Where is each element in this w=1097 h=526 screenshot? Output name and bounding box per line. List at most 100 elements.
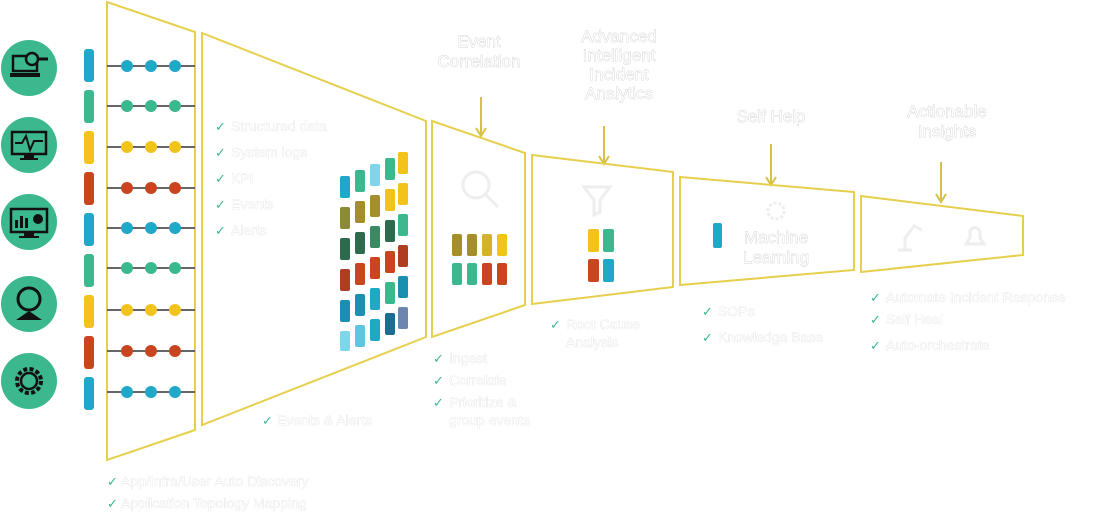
monitor-pulse-icon [1,117,57,173]
collector-panel [106,0,196,462]
check-icon: ✓ [433,396,444,411]
check-icon: ✓ [262,414,273,429]
check-icon: ✓ [215,172,226,187]
check-icon: ✓ [215,198,226,213]
correlation-blocks [452,234,507,285]
check-icon: ✓ [870,291,881,306]
down-arrow-icon [475,97,487,138]
source-icons [1,40,57,409]
collector-rows [107,60,195,398]
actionable-insights-title: Actionable Insights [907,102,987,141]
check-icon: ✓ [550,318,561,333]
event-correlation-panel [431,119,526,339]
correlation-item: Prioritize & [449,394,517,410]
dashboard-chart-icon [1,194,57,250]
data-source-item: Structured data [231,118,327,134]
row-blue [107,222,195,234]
data-source-item: Events [231,196,274,212]
source-bar [84,172,94,205]
source-bar [84,336,94,369]
correlation-item: group events [449,412,530,428]
row-blue [107,60,195,72]
insight-item: Auto-orchestrate [886,337,990,353]
check-icon: ✓ [702,305,713,320]
check-icon: ✓ [215,224,226,239]
check-icon: ✓ [433,374,444,389]
source-bar [84,295,94,328]
correlation-item: Correlate [449,372,507,388]
data-sources-list: ✓ Structured data ✓ System logs ✓ KPI ✓ … [215,118,327,239]
data-sources-panel [201,31,427,427]
title-line: Event [457,32,501,51]
row-red [107,182,195,194]
search-icon [461,170,500,209]
laptop-search-icon [1,40,57,96]
data-source-item: System logs [231,144,307,160]
analytics-item: Root Cause [566,316,640,332]
insight-item: Self Heal [886,311,943,327]
self-help-item: SOPs [718,303,755,319]
correlation-item: Ingest [449,350,487,366]
insight-item: Automate Incident Response [886,289,1066,305]
discovery-list: ✓ App/Infra/User Auto Discovery ✓ Applic… [107,473,309,512]
title-line: Intelligent [583,46,656,65]
title-line: Advanced [581,27,657,46]
check-icon: ✓ [870,313,881,328]
discovery-item: App/Infra/User Auto Discovery [121,473,309,489]
check-icon: ✓ [107,475,118,490]
row-blue [107,386,195,398]
down-arrow-icon [765,144,777,187]
brain-gear-icon [766,201,786,221]
check-icon: ✓ [433,352,444,367]
title-line: Analytics [585,84,653,103]
down-arrow-icon [598,126,610,166]
self-help-panel [679,175,855,287]
bell-icon [963,226,987,246]
title-line: Actionable [907,102,986,121]
event-correlation-list: ✓ Ingest ✓ Correlate ✓ Prioritize & grou… [433,350,530,428]
source-bar [84,90,94,123]
filter-funnel-icon [580,185,614,218]
title-line: Correlation [437,52,520,71]
check-icon: ✓ [702,331,713,346]
incident-analytics-list: ✓ Root Cause Analysis [550,316,640,350]
check-icon: ✓ [215,146,226,161]
ml-block [713,223,722,248]
analytics-item: Analysis [566,334,618,350]
data-source-item: Alerts [231,222,267,238]
incident-analytics-title: Advanced Intelligent Incident Analytics [581,27,657,103]
source-bar [84,131,94,164]
webcam-icon [1,276,57,332]
ml-label: Machine [744,228,808,247]
row-yellow [107,304,195,316]
self-help-title: Self Help [737,107,806,126]
row-green [107,100,195,112]
ml-label: Learning [743,248,809,267]
source-bar [84,377,94,410]
row-yellow [107,141,195,153]
title-line: Incident [589,65,649,84]
self-help-item: Knowledge Base [718,329,823,345]
analytics-blocks [588,229,614,282]
row-red [107,345,195,357]
data-source-item: KPI [231,170,254,186]
self-help-list: ✓ SOPs ✓ Knowledge Base [702,303,823,346]
row-green [107,262,195,274]
check-icon: ✓ [215,120,226,135]
check-icon: ✓ [107,497,118,512]
source-bar [84,49,94,82]
actionable-insights-list: ✓ Automate Incident Response ✓ Self Heal… [870,289,1066,354]
robot-arm-icon [898,224,923,252]
source-bar [84,213,94,246]
data-block-grid [340,152,408,351]
source-bar [84,254,94,287]
source-bars [84,49,94,410]
title-line: Insights [918,122,977,141]
event-correlation-title: Event Correlation [437,32,521,71]
events-alerts-label: Events & Alerts [277,412,372,428]
actionable-insights-panel [860,194,1024,274]
gear-icon [1,353,57,409]
discovery-item: Application Topology Mapping [121,495,307,511]
incident-analytics-panel [531,153,674,306]
